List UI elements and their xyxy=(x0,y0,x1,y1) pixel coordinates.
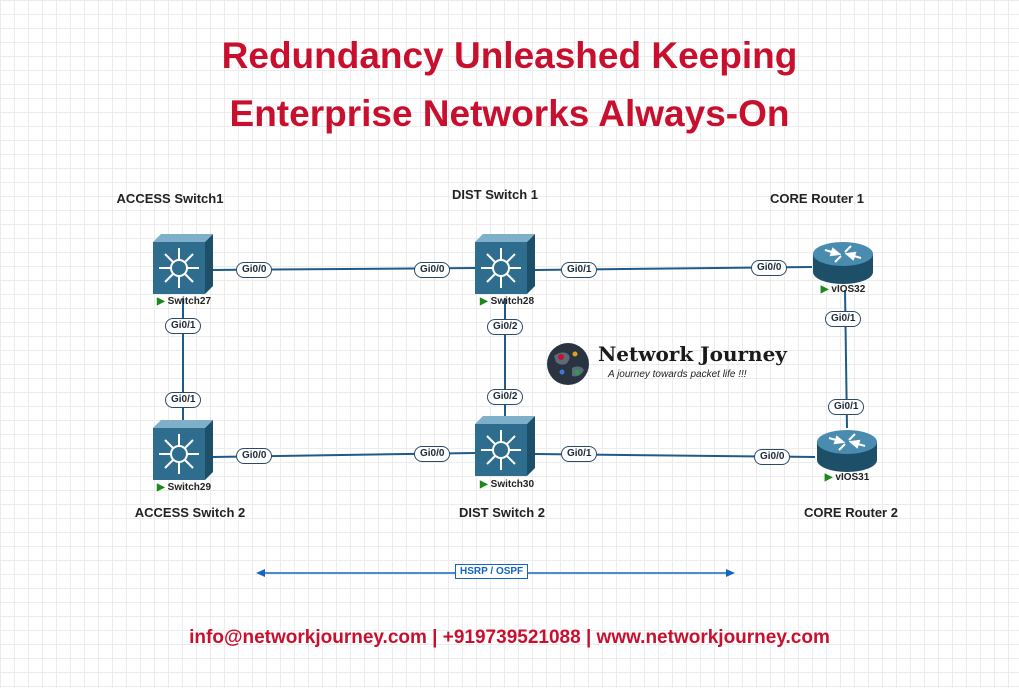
port-v31-gi01: Gi0/1 xyxy=(828,399,865,415)
network-journey-logo: Network Journey A journey towards packet… xyxy=(546,338,796,390)
play-triangle-icon: ▶ xyxy=(479,296,488,307)
port-s28-gi01: Gi0/1 xyxy=(561,262,598,278)
logo-tagline: A journey towards packet life !!! xyxy=(608,369,747,380)
play-triangle-icon: ▶ xyxy=(820,284,829,295)
port-s27-gi00: Gi0/0 xyxy=(236,262,273,278)
port-s30-gi02: Gi0/2 xyxy=(487,389,524,405)
hsrp-arrow-right-head xyxy=(726,569,735,577)
label-core-router-2: CORE Router 2 xyxy=(804,505,898,520)
play-triangle-icon: ▶ xyxy=(156,296,165,307)
title-line-1: Redundancy Unleashed Keeping xyxy=(221,35,798,76)
vios31-router-icon[interactable] xyxy=(815,428,879,478)
play-triangle-icon: ▶ xyxy=(479,479,488,490)
device-name: vIOS32 xyxy=(831,284,866,295)
title-line-2: Enterprise Networks Always-On xyxy=(229,93,790,134)
port-s30-gi01: Gi0/1 xyxy=(561,446,598,462)
logo-name: Network Journey xyxy=(598,342,787,366)
label-dist-switch-1: DIST Switch 1 xyxy=(452,187,538,202)
device-name: vIOS31 xyxy=(835,472,870,483)
device-label-vios31: ▶vIOS31 xyxy=(825,472,870,483)
port-s29-gi01: Gi0/1 xyxy=(165,392,202,408)
device-name: Switch30 xyxy=(490,479,535,490)
device-name: Switch29 xyxy=(167,482,212,493)
play-triangle-icon: ▶ xyxy=(156,482,165,493)
port-v32-gi00: Gi0/0 xyxy=(751,260,788,276)
play-triangle-icon: ▶ xyxy=(824,472,833,483)
port-s29-gi00: Gi0/0 xyxy=(236,448,273,464)
switch30-icon[interactable] xyxy=(475,416,535,476)
port-s30-gi00: Gi0/0 xyxy=(414,446,451,462)
device-name: Switch28 xyxy=(490,296,535,307)
globe-icon xyxy=(547,343,589,385)
port-v31-gi00: Gi0/0 xyxy=(754,449,791,465)
port-v32-gi01: Gi0/1 xyxy=(825,311,862,327)
port-s27-gi01: Gi0/1 xyxy=(165,318,202,334)
port-s28-gi02: Gi0/2 xyxy=(487,319,524,335)
device-label-switch29: ▶Switch29 xyxy=(157,482,211,493)
switch28-icon[interactable] xyxy=(475,234,535,294)
footer-contact: info@networkjourney.com | +919739521088 … xyxy=(189,627,830,648)
label-access-switch-2: ACCESS Switch 2 xyxy=(134,505,246,520)
label-access-switch-1: ACCESS Switch1 xyxy=(116,191,224,206)
port-s28-gi00: Gi0/0 xyxy=(414,262,451,278)
vios32-router-icon[interactable] xyxy=(811,240,875,290)
switch27-icon[interactable] xyxy=(153,234,213,294)
hsrp-arrow-left-head xyxy=(256,569,265,577)
switch29-icon[interactable] xyxy=(153,420,213,480)
device-label-switch27: ▶Switch27 xyxy=(157,296,211,307)
label-core-router-1: CORE Router 1 xyxy=(770,191,864,206)
device-label-switch30: ▶Switch30 xyxy=(480,479,534,490)
device-name: Switch27 xyxy=(167,296,212,307)
device-label-switch28: ▶Switch28 xyxy=(480,296,534,307)
hsrp-ospf-label: HSRP / OSPF xyxy=(455,564,529,579)
label-dist-switch-2: DIST Switch 2 xyxy=(459,505,545,520)
device-label-vios32: ▶vIOS32 xyxy=(821,284,866,295)
